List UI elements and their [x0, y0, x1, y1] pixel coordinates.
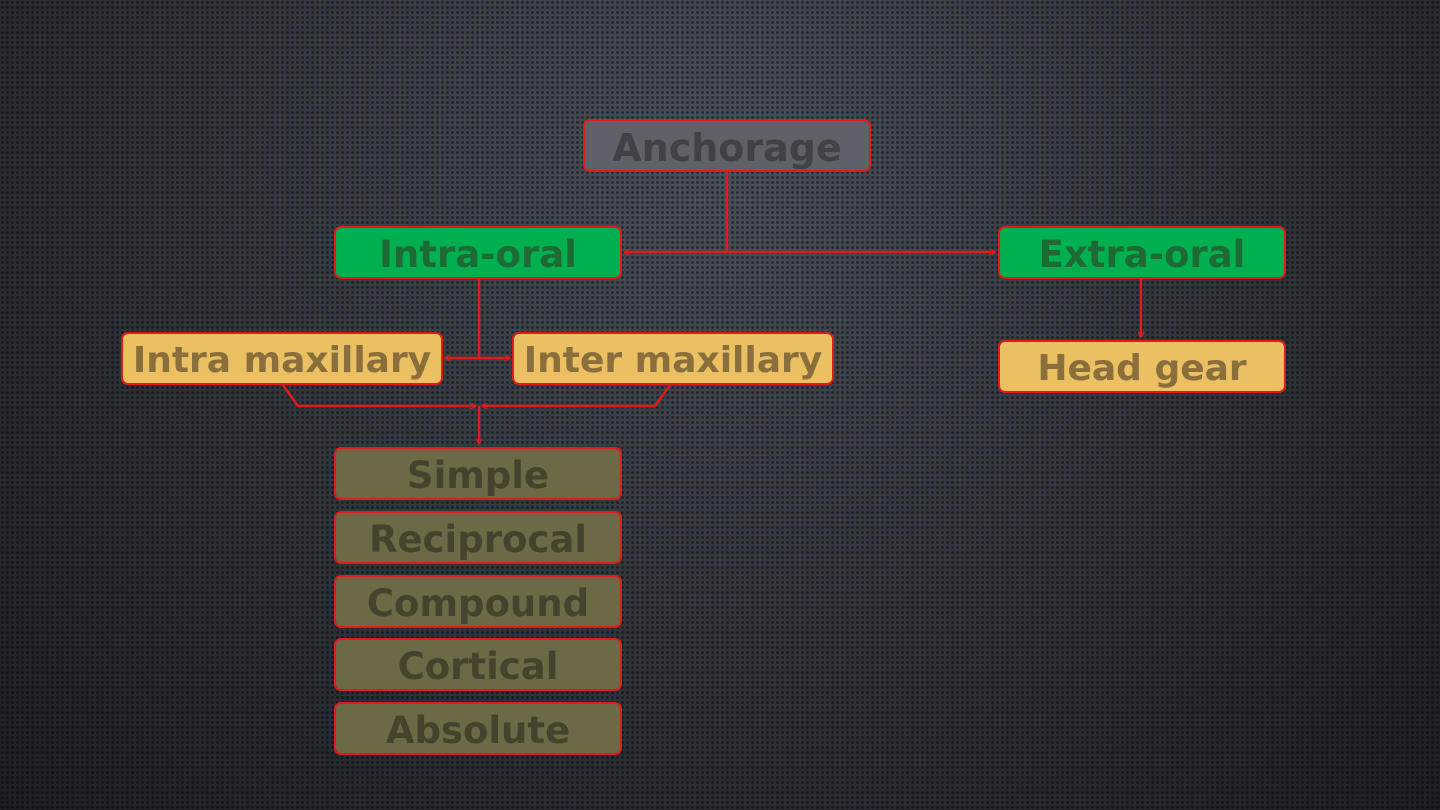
node-type-label: Cortical [397, 645, 559, 688]
node-type-absolute: Absolute [334, 702, 622, 755]
node-intra-maxillary: Intra maxillary [121, 332, 443, 385]
node-type-compound: Compound [334, 575, 622, 628]
connector-intramax-to-types [281, 384, 476, 406]
node-type-label: Absolute [385, 709, 571, 752]
node-inter-maxillary: Inter maxillary [512, 332, 834, 385]
node-head-gear: Head gear [998, 340, 1286, 393]
node-intra-oral-label: Intra-oral [379, 233, 577, 276]
node-anchorage: Anchorage [583, 119, 871, 172]
node-intra-oral: Intra-oral [334, 226, 622, 279]
node-type-label: Reciprocal [369, 518, 587, 561]
connector-intermax-to-types [482, 384, 672, 406]
node-anchorage-label: Anchorage [612, 125, 842, 170]
node-extra-oral-label: Extra-oral [1038, 233, 1246, 276]
node-inter-maxillary-label: Inter maxillary [523, 339, 823, 381]
node-type-cortical: Cortical [334, 638, 622, 691]
node-extra-oral: Extra-oral [998, 226, 1286, 279]
node-type-reciprocal: Reciprocal [334, 511, 622, 564]
node-type-label: Compound [366, 582, 590, 625]
node-type-simple: Simple [334, 447, 622, 500]
node-type-label: Simple [406, 454, 550, 497]
node-intra-maxillary-label: Intra maxillary [132, 339, 432, 381]
node-head-gear-label: Head gear [1037, 347, 1247, 389]
